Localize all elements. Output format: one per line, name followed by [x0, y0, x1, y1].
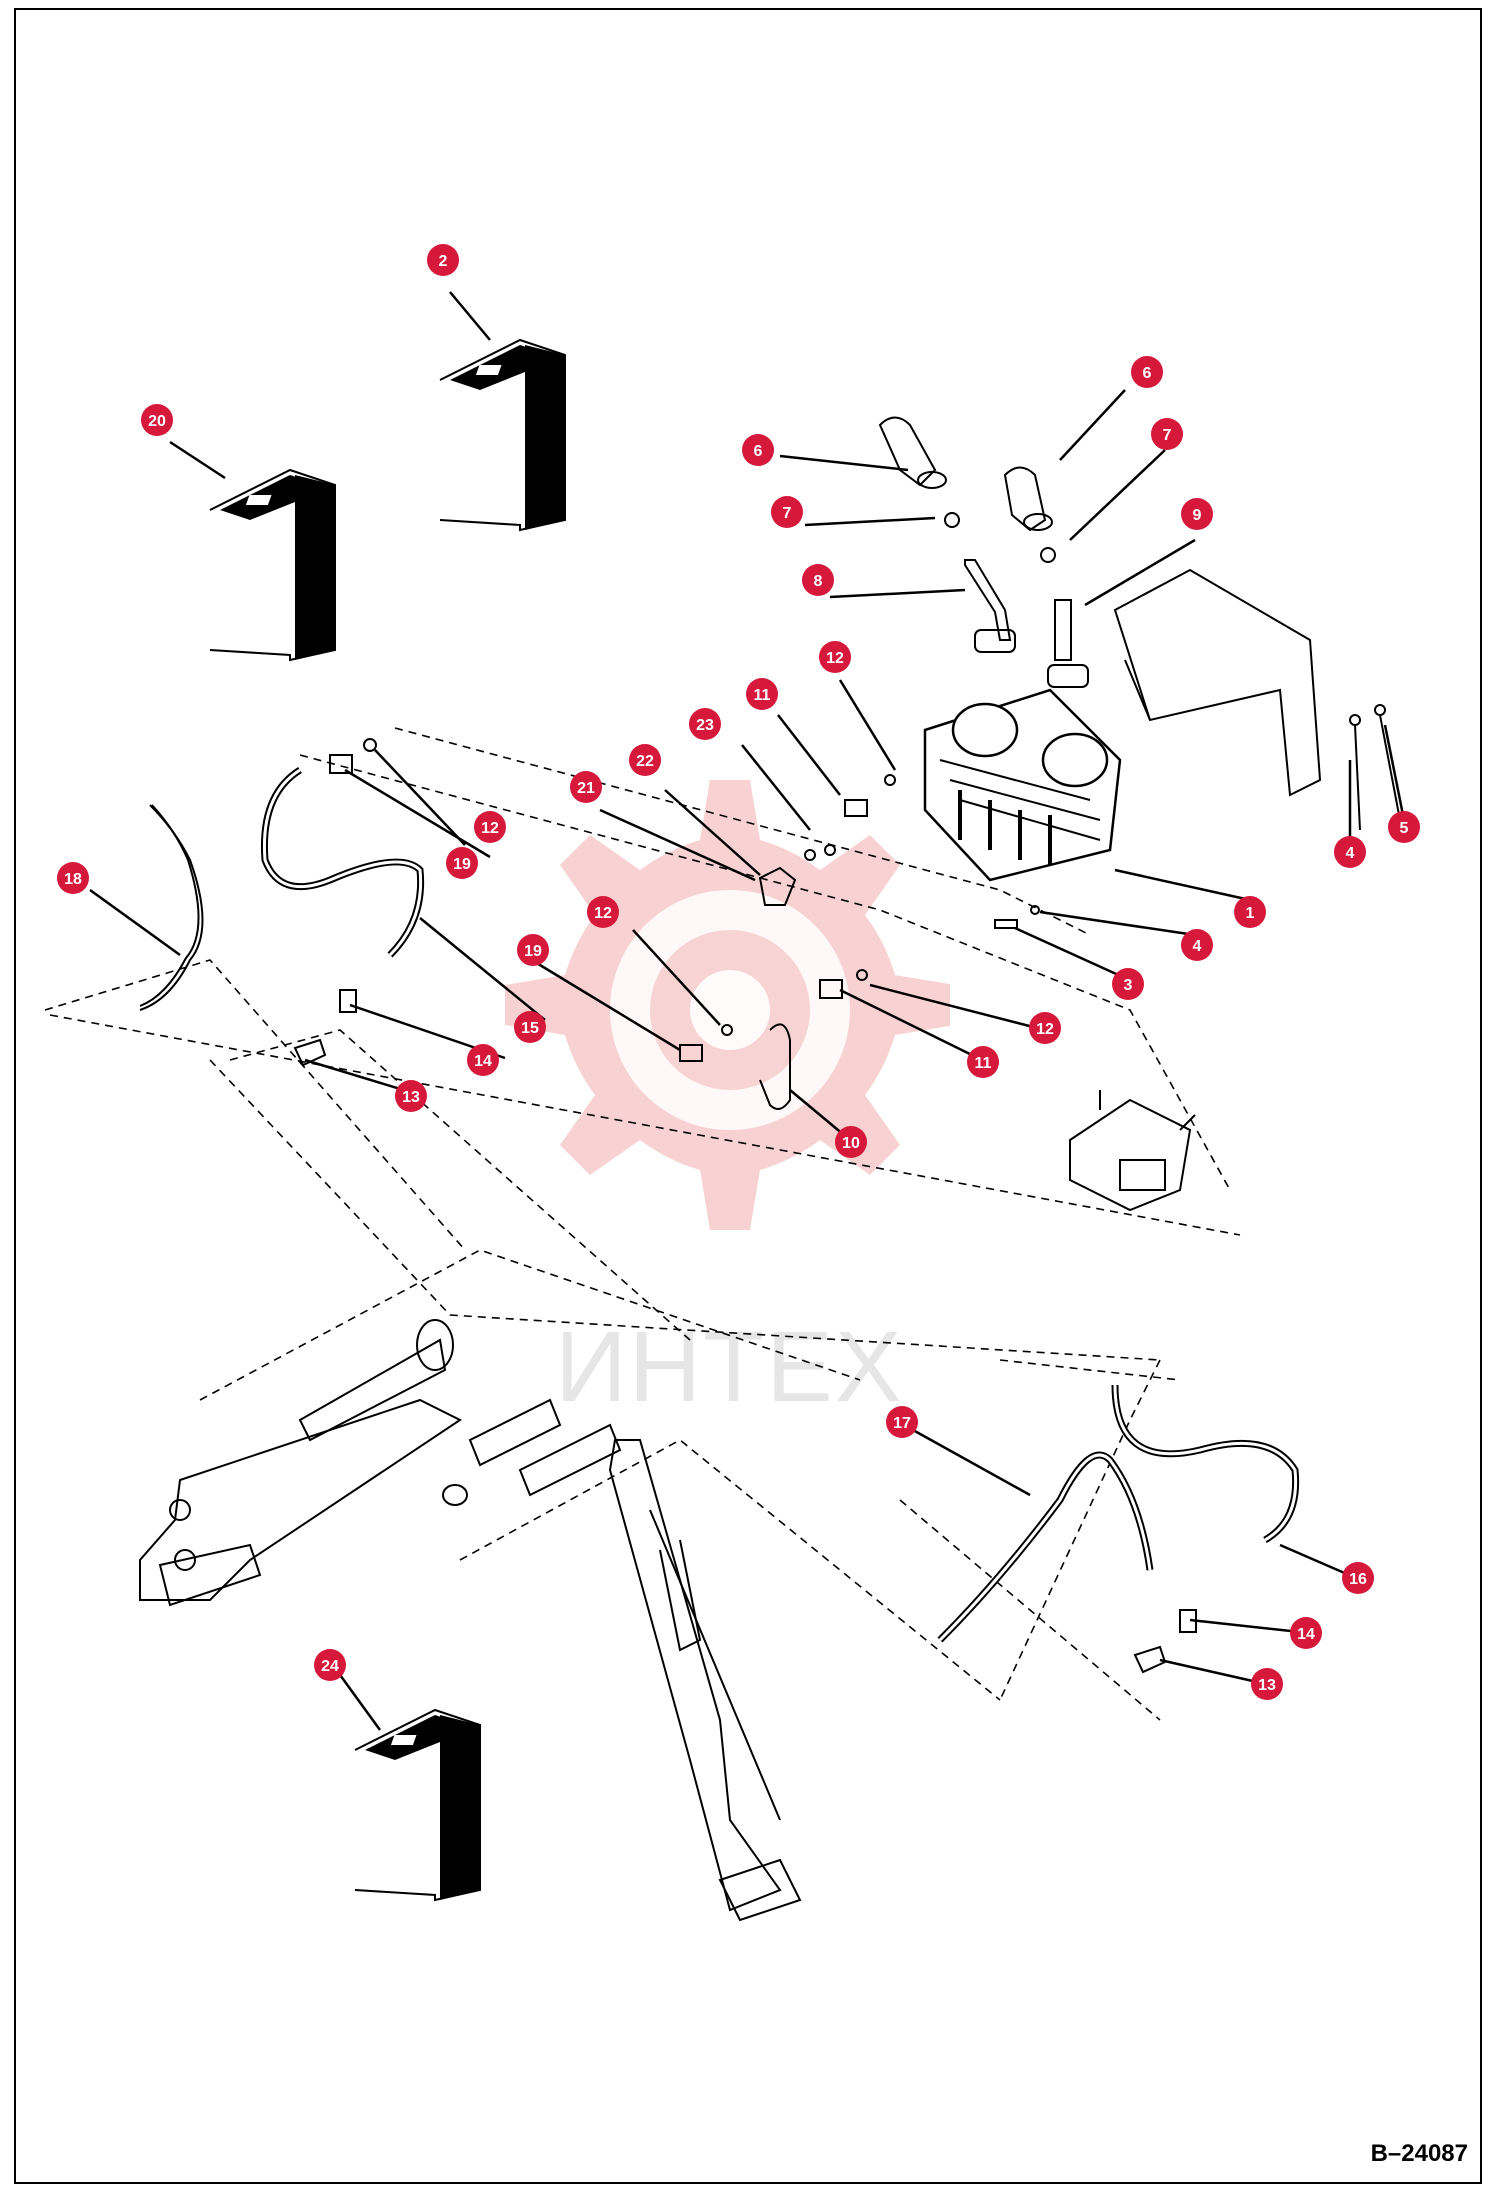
svg-text:22: 22	[636, 753, 654, 770]
manual-book-icon	[439, 338, 566, 532]
svg-text:13: 13	[402, 1089, 420, 1106]
watermark-gear-icon	[505, 780, 950, 1230]
callout-20[interactable]: 20	[141, 404, 173, 436]
watermark-text: ИНТЕХ	[555, 1311, 904, 1423]
solenoid-valve-part	[1069, 1090, 1196, 1212]
svg-text:4: 4	[1346, 845, 1355, 862]
callout-12[interactable]: 12	[587, 896, 619, 928]
callout-19[interactable]: 19	[446, 847, 478, 879]
manual-book-icon	[209, 468, 336, 662]
callout-3[interactable]: 3	[1112, 968, 1144, 1000]
hydraulic-hose-part	[139, 767, 1300, 1643]
callout-11[interactable]: 11	[746, 678, 778, 710]
svg-text:9: 9	[1193, 507, 1202, 524]
svg-text:12: 12	[826, 650, 844, 667]
svg-text:3: 3	[1124, 977, 1133, 994]
manual-book-icon	[354, 1708, 481, 1902]
callout-6[interactable]: 6	[1131, 356, 1163, 388]
callout-12[interactable]: 12	[474, 811, 506, 843]
svg-text:4: 4	[1193, 938, 1202, 955]
callout-12[interactable]: 12	[819, 641, 851, 673]
svg-text:14: 14	[1297, 1626, 1315, 1643]
svg-text:2: 2	[439, 253, 448, 270]
callout-24[interactable]: 24	[314, 1649, 346, 1681]
callout-9[interactable]: 9	[1181, 498, 1213, 530]
svg-text:1: 1	[1246, 905, 1255, 922]
callout-14[interactable]: 14	[467, 1044, 499, 1076]
callout-7[interactable]: 7	[771, 496, 803, 528]
callout-6[interactable]: 6	[742, 434, 774, 466]
leader-lines	[89, 291, 1407, 1731]
control-handle-part	[878, 416, 1016, 653]
callout-10[interactable]: 10	[835, 1126, 867, 1158]
boom-cylinder-part	[139, 1319, 802, 1922]
svg-text:10: 10	[842, 1135, 860, 1152]
svg-text:23: 23	[696, 717, 714, 734]
svg-text:7: 7	[1163, 427, 1172, 444]
svg-text:13: 13	[1258, 1677, 1276, 1694]
callout-16[interactable]: 16	[1342, 1562, 1374, 1594]
callout-1[interactable]: 1	[1234, 896, 1266, 928]
callout-11[interactable]: 11	[967, 1046, 999, 1078]
svg-text:12: 12	[1036, 1021, 1054, 1038]
callout-22[interactable]: 22	[629, 744, 661, 776]
callout-2[interactable]: 2	[427, 244, 459, 276]
callout-13[interactable]: 13	[1251, 1668, 1283, 1700]
bracket-part	[1113, 568, 1401, 831]
callout-18[interactable]: 18	[57, 862, 89, 894]
callout-17[interactable]: 17	[886, 1406, 918, 1438]
svg-text:16: 16	[1349, 1571, 1367, 1588]
callout-21[interactable]: 21	[570, 771, 602, 803]
svg-text:18: 18	[64, 871, 82, 888]
assembly-guide-lines	[44, 727, 1241, 1721]
svg-text:19: 19	[524, 943, 542, 960]
callout-4[interactable]: 4	[1181, 929, 1213, 961]
callout-19[interactable]: 19	[517, 934, 549, 966]
callout-7[interactable]: 7	[1151, 418, 1183, 450]
svg-text:17: 17	[893, 1415, 911, 1432]
control-valve-part	[923, 688, 1122, 882]
callouts: 20 2 6 6 7 7 8 9 12 11 23 22 21 12 19 18…	[57, 244, 1420, 1700]
callout-5[interactable]: 5	[1388, 811, 1420, 843]
svg-text:6: 6	[754, 443, 763, 460]
svg-text:12: 12	[594, 905, 612, 922]
svg-text:20: 20	[148, 413, 166, 430]
control-handle-part	[1003, 466, 1089, 688]
svg-text:12: 12	[481, 820, 499, 837]
svg-text:6: 6	[1143, 365, 1152, 382]
callout-15[interactable]: 15	[514, 1011, 546, 1043]
svg-text:11: 11	[975, 1055, 992, 1072]
drawing-number: B–24087	[1370, 2140, 1468, 2167]
svg-text:24: 24	[321, 1658, 339, 1675]
callout-8[interactable]: 8	[802, 564, 834, 596]
callout-14[interactable]: 14	[1290, 1617, 1322, 1649]
callout-23[interactable]: 23	[689, 708, 721, 740]
svg-text:7: 7	[783, 505, 792, 522]
svg-text:8: 8	[814, 573, 823, 590]
callout-13[interactable]: 13	[395, 1080, 427, 1112]
svg-text:15: 15	[521, 1020, 539, 1037]
svg-text:11: 11	[754, 687, 771, 704]
svg-text:14: 14	[474, 1053, 492, 1070]
callout-12[interactable]: 12	[1029, 1012, 1061, 1044]
fitting-part	[293, 738, 1197, 1674]
svg-text:19: 19	[453, 856, 471, 873]
callout-4[interactable]: 4	[1334, 836, 1366, 868]
svg-text:5: 5	[1400, 820, 1409, 837]
svg-text:21: 21	[577, 780, 595, 797]
